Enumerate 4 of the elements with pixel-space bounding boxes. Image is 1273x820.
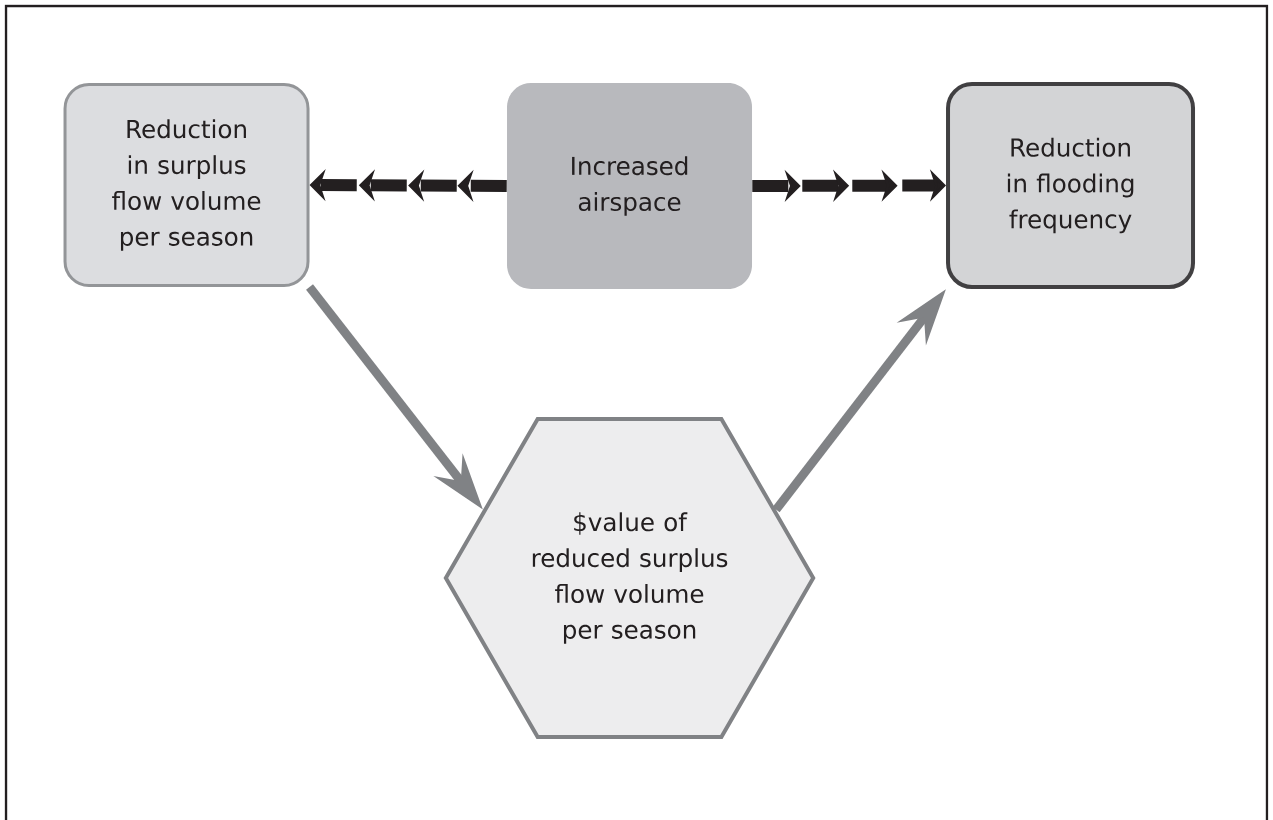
process-box: Reduction in flooding frequency	[946, 82, 1195, 289]
process-box: Reduction in surplus flow volume per season	[63, 83, 310, 287]
hexagon-box: $value of reduced surplus flow volume per season	[443, 416, 816, 740]
process-box: Increased airspace	[507, 83, 752, 289]
